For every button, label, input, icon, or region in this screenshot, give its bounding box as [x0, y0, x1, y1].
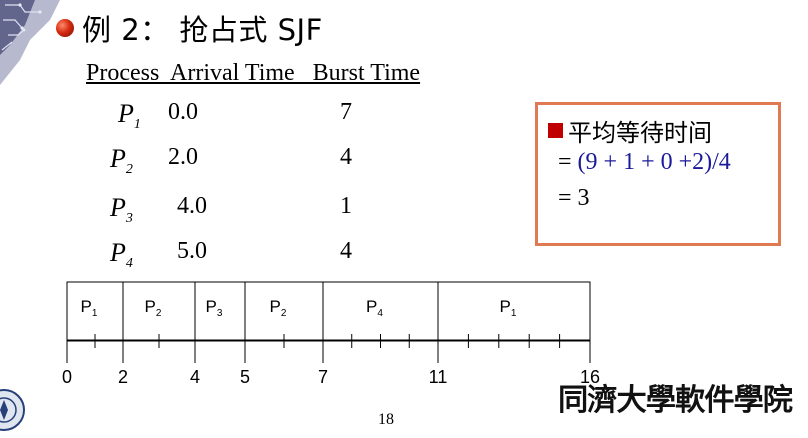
- axis-label: 16: [580, 367, 600, 387]
- process-name: P1: [118, 99, 141, 132]
- burst-time: 1: [340, 193, 352, 219]
- formula-expression: (9 + 1 + 0 +2)/4: [577, 149, 731, 175]
- gantt-segment-label: P4: [366, 297, 383, 319]
- slide-title: 例 2： 抢占式 SJF: [56, 8, 323, 48]
- avg-box-title: 平均等待时间: [548, 113, 712, 148]
- square-bullet-icon: [548, 123, 563, 138]
- gantt-segment-label: P1: [500, 297, 517, 319]
- gantt-segment-label: P2: [145, 297, 162, 319]
- gantt-segment: [437, 281, 591, 341]
- avg-formula: = (9 + 1 + 0 +2)/4: [558, 149, 731, 176]
- gantt-segment-label: P1: [81, 297, 98, 319]
- arrival-time: 5.0: [177, 238, 207, 264]
- gantt-chart: P1 P2 P3 P2 P4 P1 0 2 4 5 7 11 16: [0, 280, 620, 395]
- title-text: 例 2： 抢占式 SJF: [82, 13, 323, 47]
- process-row: P4 5.0 4: [0, 238, 420, 272]
- burst-time: 4: [340, 238, 352, 264]
- process-row: P2 2.0 4: [0, 144, 420, 178]
- gantt-segment: [66, 281, 124, 341]
- university-seal-logo: [0, 388, 26, 432]
- axis-label: 4: [190, 367, 200, 387]
- burst-time: 4: [340, 144, 352, 170]
- formula-prefix: =: [558, 149, 578, 175]
- process-name: P3: [110, 193, 133, 226]
- axis-label: 0: [62, 367, 72, 387]
- avg-box-title-text: 平均等待时间: [568, 119, 712, 147]
- arrival-time: 4.0: [177, 193, 207, 219]
- page-number: 18: [378, 411, 394, 428]
- avg-result: = 3: [558, 185, 590, 211]
- axis-label: 2: [118, 367, 128, 387]
- circuit-board-decoration: [0, 0, 70, 90]
- process-name: P4: [110, 238, 133, 271]
- process-name: P2: [110, 144, 133, 177]
- process-row: P1 0.0 7: [0, 99, 420, 133]
- average-waiting-time-box: 平均等待时间 = (9 + 1 + 0 +2)/4 = 3: [535, 102, 781, 246]
- school-logo: 同濟大學軟件學院: [558, 376, 794, 420]
- burst-time: 7: [340, 99, 352, 125]
- axis-label: 11: [429, 367, 448, 387]
- gantt-segment-label: P3: [206, 297, 223, 319]
- arrival-time: 0.0: [168, 99, 198, 125]
- table-header: Process Arrival Time Burst Time: [86, 60, 421, 86]
- svg-text:同濟大學軟件學院: 同濟大學軟件學院: [558, 383, 793, 418]
- axis-label: 7: [318, 367, 328, 387]
- gantt-segment-label: P2: [270, 297, 287, 319]
- axis-label: 5: [240, 367, 250, 387]
- process-row: P3 4.0 1: [0, 193, 420, 227]
- gantt-segment: [244, 281, 324, 341]
- arrival-time: 2.0: [168, 144, 198, 170]
- bullet-icon: [56, 19, 74, 37]
